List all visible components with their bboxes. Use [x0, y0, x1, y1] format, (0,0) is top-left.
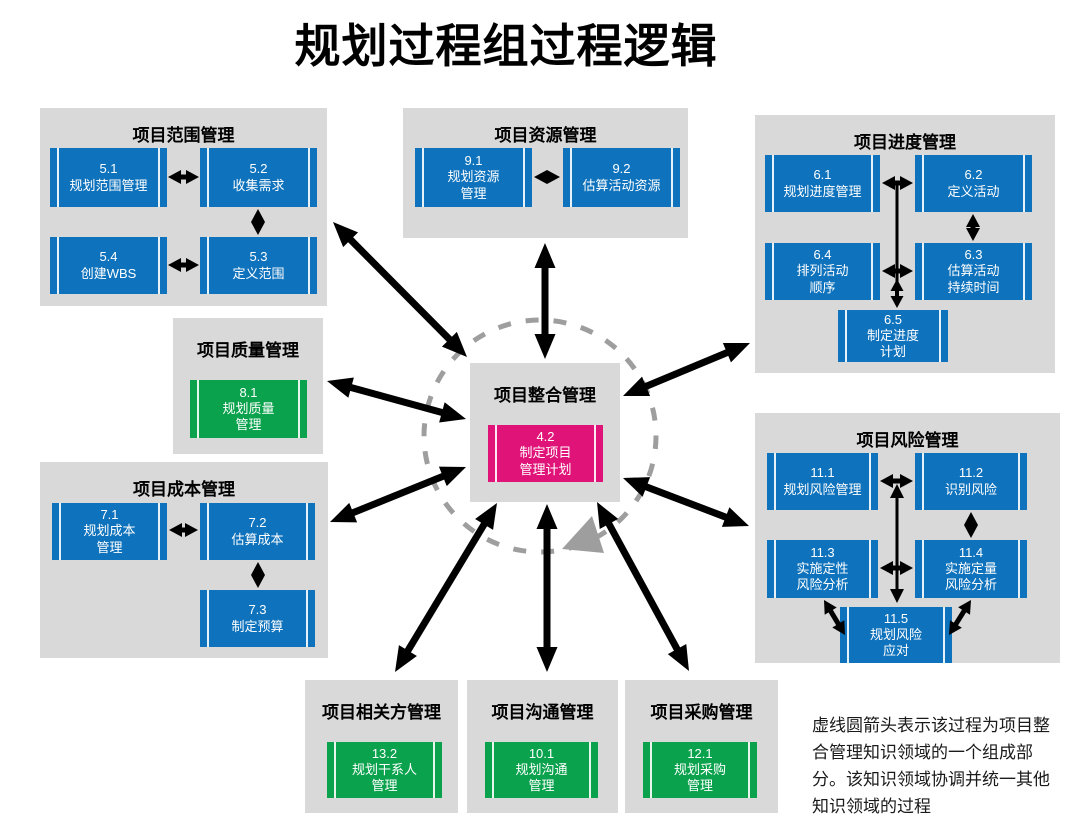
arrow-integration-cost — [330, 466, 466, 523]
group-stakeholder-label: 项目相关方管理 — [322, 703, 441, 722]
arrow-integration-schedule — [623, 342, 750, 397]
arrow-integration-risk — [623, 477, 749, 527]
group-integration-label: 项目整合管理 — [494, 386, 596, 405]
arrow-integration-scope — [333, 222, 467, 357]
group-resource-label: 项目资源管理 — [494, 126, 597, 145]
group-procurement-label: 项目采购管理 — [650, 703, 753, 722]
arrow-integration-quality — [327, 377, 466, 423]
group-risk-label: 项目风险管理 — [856, 431, 959, 450]
arrow-integration-communications — [536, 504, 558, 672]
group-schedule-label: 项目进度管理 — [854, 133, 956, 152]
group-quality-label: 项目质量管理 — [197, 341, 299, 360]
group-communications-label: 项目沟通管理 — [491, 703, 594, 722]
arrow-integration-resource — [534, 243, 556, 359]
group-scope-label: 项目范围管理 — [132, 126, 235, 145]
integration-cycle-arrowhead — [562, 516, 604, 553]
arrow-integration-stakeholder — [395, 503, 497, 672]
group-cost-label: 项目成本管理 — [133, 480, 235, 499]
arrow-integration-procurement — [597, 502, 689, 671]
page-title: 规划过程组过程逻辑 — [294, 20, 718, 72]
legend-note: 虚线圆箭头表示该过程为项目整合管理知识领域的一个组成部分。该知识领域协调并统一其… — [812, 716, 1050, 816]
